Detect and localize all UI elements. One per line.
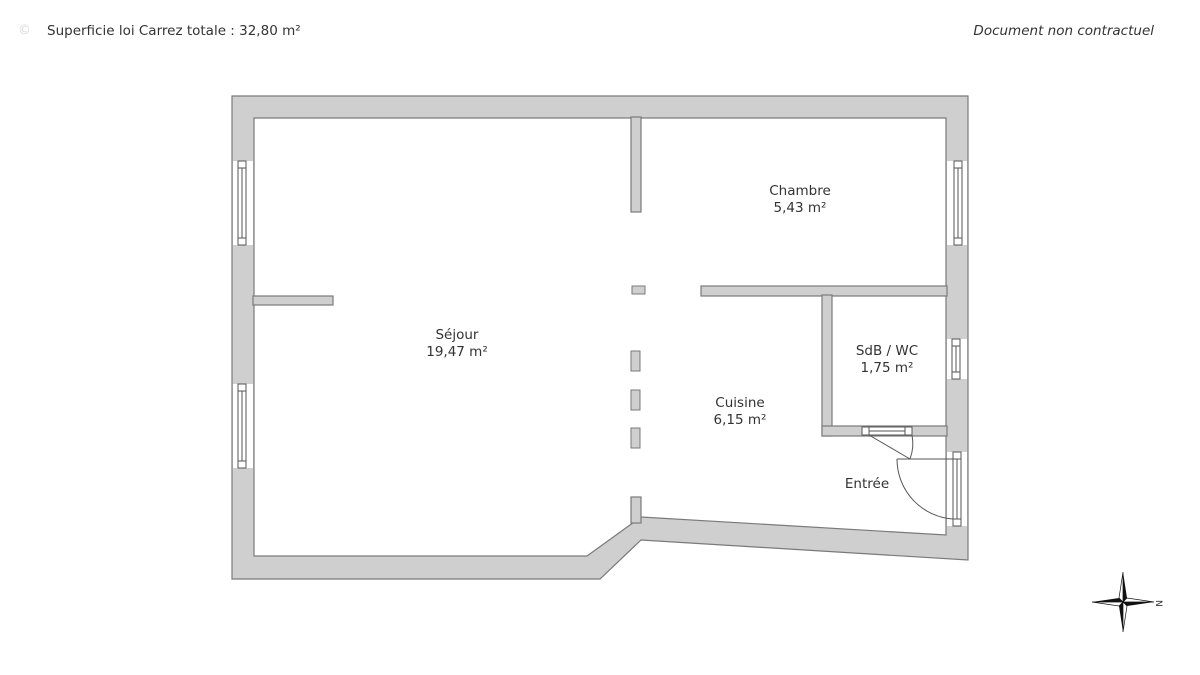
room-area: 5,43 m² — [773, 200, 827, 216]
room-entree: Entrée — [845, 476, 889, 493]
room-name: SdB / WC — [855, 343, 919, 359]
room-sdb-wc: SdB / WC 1,75 m² — [856, 343, 918, 377]
room-cuisine: Cuisine 6,15 m² — [714, 395, 767, 429]
compass: N — [1088, 570, 1168, 638]
window-left-lower — [233, 383, 253, 469]
room-name: Chambre — [769, 183, 831, 199]
room-area: 6,15 m² — [713, 412, 767, 428]
exterior-walls — [231, 95, 969, 580]
disclaimer-label: Document non contractuel — [973, 23, 1154, 39]
sdb-door-frame — [861, 426, 913, 436]
window-sdb — [947, 338, 967, 380]
windows — [233, 160, 967, 527]
door-swings — [868, 434, 954, 520]
compass-north-label: N — [1153, 600, 1163, 607]
interior-walls — [252, 116, 948, 524]
room-area: 1,75 m² — [860, 360, 914, 376]
window-chambre — [947, 160, 967, 246]
compass-rose-icon: N — [1091, 571, 1163, 633]
room-name: Entrée — [844, 476, 890, 492]
room-area: 19,47 m² — [426, 344, 488, 360]
room-name: Séjour — [435, 327, 479, 343]
window-left-upper — [233, 160, 253, 246]
room-chambre: Chambre 5,43 m² — [769, 183, 831, 217]
room-sejour: Séjour 19,47 m² — [426, 327, 488, 361]
room-name: Cuisine — [715, 395, 765, 411]
entrance-door-frame — [947, 451, 967, 527]
total-surface-label: Superficie loi Carrez totale : 32,80 m² — [47, 23, 301, 39]
watermark: © — [18, 23, 31, 38]
kitchen-counter-posts — [630, 285, 646, 449]
